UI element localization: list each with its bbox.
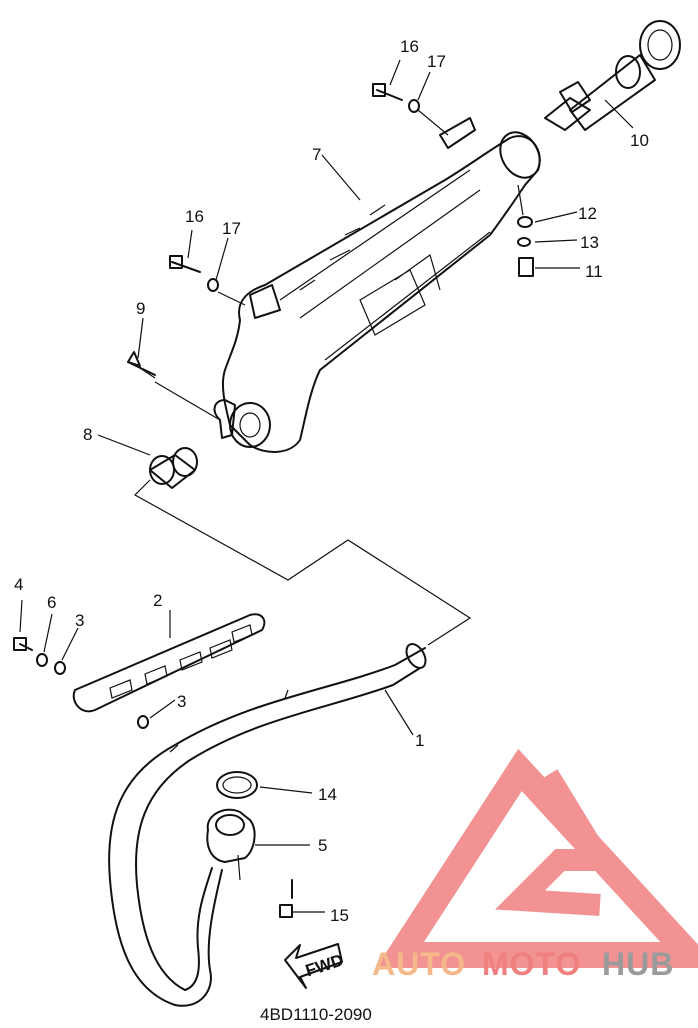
washer-3a — [54, 661, 66, 675]
watermark-moto: MOTO — [482, 946, 581, 982]
heat-protector-part — [72, 613, 266, 713]
nut-12 — [517, 216, 533, 228]
exhaust-pipe-part — [108, 643, 427, 1007]
bolt-16-upper — [372, 83, 403, 101]
callout-16b: 16 — [185, 207, 204, 226]
watermark-text: AUTO MOTO HUB — [372, 946, 674, 982]
bolt-4 — [13, 637, 33, 651]
gasket-part — [216, 771, 258, 799]
washer-6 — [36, 653, 48, 667]
muffler-gasket-part — [149, 447, 198, 489]
leader-lines — [19, 59, 634, 913]
callout-10: 10 — [630, 131, 649, 150]
bolt-9 — [127, 351, 156, 379]
bolt-16-lower — [169, 255, 201, 273]
washer-17-lower — [207, 278, 219, 292]
tail-pipe-part — [544, 20, 681, 131]
callout-14: 14 — [318, 785, 337, 804]
callout-8: 8 — [83, 425, 92, 444]
callout-2: 2 — [153, 591, 162, 610]
callout-17a: 17 — [427, 52, 446, 71]
washer-17-upper — [408, 99, 420, 113]
automotohub-logo — [376, 748, 698, 968]
callout-labels: 1 2 3 3 4 5 6 7 8 9 10 11 12 13 14 15 16… — [14, 37, 649, 925]
callout-7: 7 — [312, 145, 321, 164]
callout-13: 13 — [580, 233, 599, 252]
fwd-label: FWD — [303, 950, 346, 980]
callout-9: 9 — [136, 299, 145, 318]
callout-4: 4 — [14, 575, 23, 594]
washer-13 — [517, 237, 531, 247]
callout-15: 15 — [330, 906, 349, 925]
watermark-auto: AUTO — [372, 946, 466, 982]
bolt-11 — [518, 257, 534, 277]
diagram-code: 4BD1110-2090 — [260, 1005, 372, 1024]
callout-1: 1 — [415, 731, 424, 750]
bolt-15 — [279, 879, 293, 918]
callout-17b: 17 — [222, 219, 241, 238]
muffler-part — [213, 117, 541, 453]
callout-6: 6 — [47, 593, 56, 612]
callout-12: 12 — [578, 204, 597, 223]
callout-11: 11 — [585, 262, 603, 281]
watermark-hub: HUB — [602, 946, 674, 982]
fwd-arrow: FWD — [284, 943, 346, 989]
callout-3b: 3 — [177, 692, 186, 711]
callout-16a: 16 — [400, 37, 419, 56]
washer-3b — [137, 715, 149, 729]
exhaust-flange-part — [206, 771, 258, 863]
callout-5: 5 — [318, 836, 327, 855]
callout-3a: 3 — [75, 611, 84, 630]
